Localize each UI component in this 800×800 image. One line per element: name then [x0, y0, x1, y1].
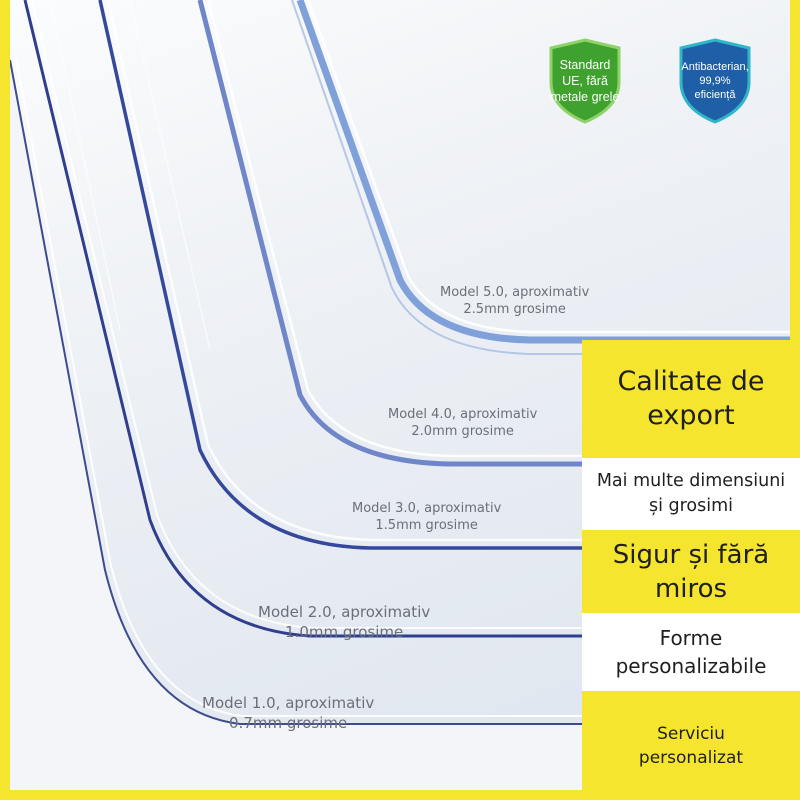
stacked-glass-sheets: [10, 0, 790, 790]
shield-icon: [679, 38, 751, 124]
feature-export-quality: Calitate de export: [582, 340, 800, 458]
antibacterial-badge: Antibacterian, 99,9% eficiență: [675, 38, 755, 124]
feature-safe: Sigur și fără miros: [582, 530, 800, 613]
shield-icon: [549, 38, 621, 124]
feature-dimensions: Mai multe dimensiuni și grosimi: [582, 458, 800, 530]
antibacterial-text: Antibacterian, 99,9% eficiență: [681, 61, 749, 101]
feature-shapes: Forme personalizabile: [582, 613, 800, 691]
eu-standard-text: Standard UE, fără metale grele: [550, 58, 620, 104]
eu-standard-badge: Standard UE, fără metale grele: [545, 38, 625, 124]
feature-service: Serviciu personalizat: [582, 691, 800, 800]
